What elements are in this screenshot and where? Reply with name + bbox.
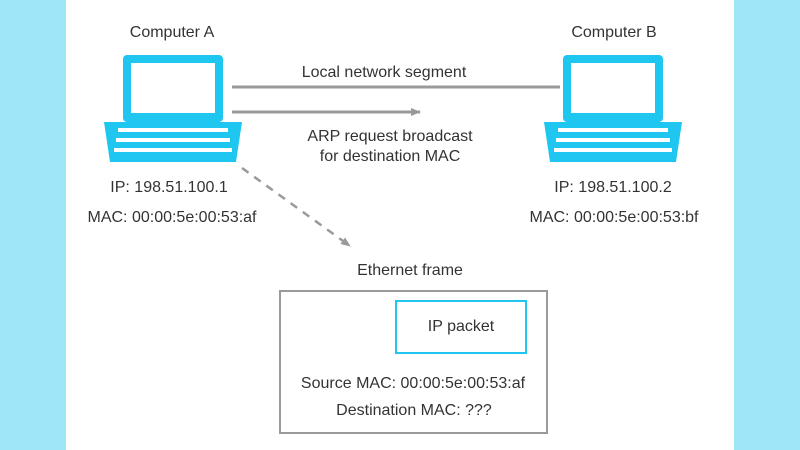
left-side-band — [0, 0, 66, 450]
arp-label-line1: ARP request broadcast — [307, 128, 473, 145]
computer-a-laptop-icon — [104, 55, 242, 162]
destination-mac-label: Destination MAC: ??? — [336, 402, 492, 419]
computer-b-mac: MAC: 00:00:5e:00:53:bf — [529, 209, 699, 226]
computer-b-title: Computer B — [571, 24, 657, 41]
frame-pointer-arrow — [241, 166, 351, 248]
source-mac-label: Source MAC: 00:00:5e:00:53:af — [300, 375, 526, 392]
ethernet-frame-title: Ethernet frame — [357, 262, 463, 279]
computer-a-title: Computer A — [129, 24, 215, 41]
computer-b-ip: IP: 198.51.100.2 — [554, 179, 672, 196]
network-segment-label: Local network segment — [301, 64, 467, 81]
computer-a-mac: MAC: 00:00:5e:00:53:af — [87, 209, 257, 226]
computer-a-ip: IP: 198.51.100.1 — [110, 179, 228, 196]
ip-packet-box — [395, 300, 527, 354]
ip-packet-label: IP packet — [427, 318, 495, 335]
arp-label-line2: for destination MAC — [319, 148, 461, 165]
computer-b-laptop-icon — [544, 55, 682, 162]
ethernet-frame-box — [279, 290, 548, 434]
right-side-band — [734, 0, 800, 450]
